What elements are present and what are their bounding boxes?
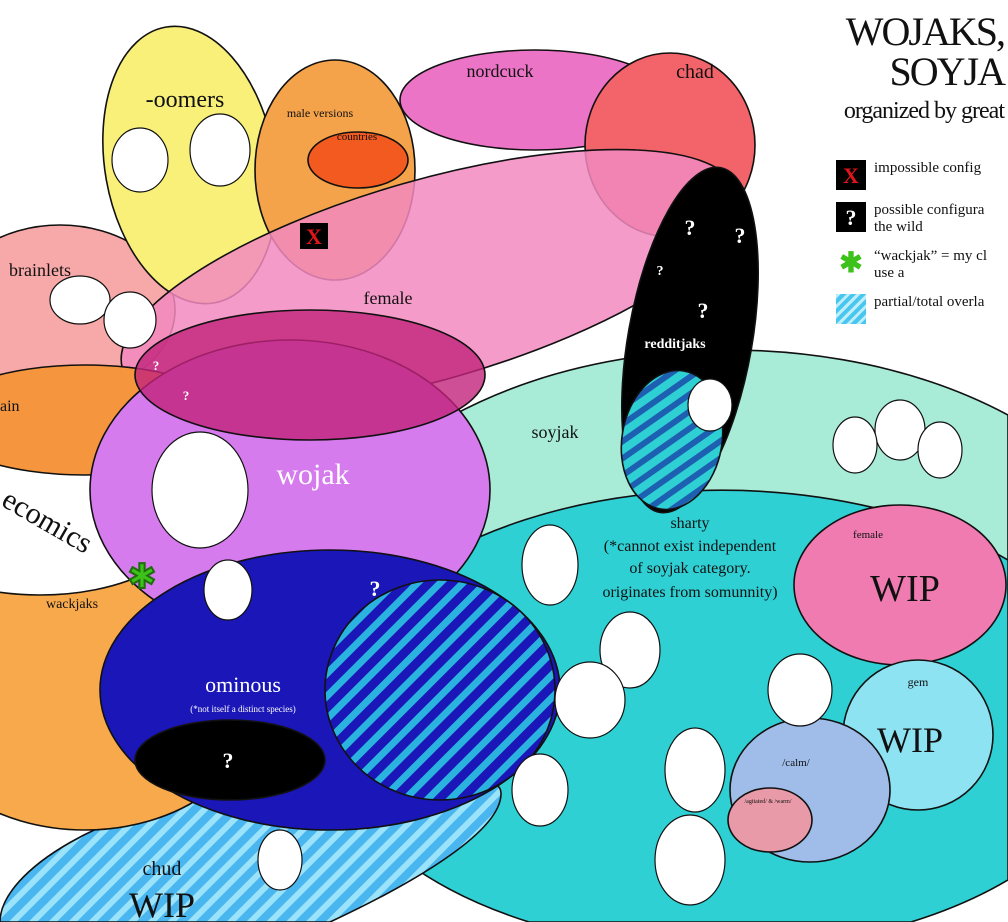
label-female: female	[364, 288, 413, 308]
question-marker: ?	[698, 298, 709, 323]
label-ominous: ominous	[205, 672, 281, 697]
soyjak-face-image	[511, 753, 569, 827]
page-subtitle: organized by great	[843, 98, 1005, 124]
x-box-icon: X	[836, 160, 866, 190]
soyjak-face-image	[664, 727, 726, 813]
label-wackjaks: wackjaks	[46, 597, 98, 612]
female-wojak-overlap	[134, 309, 486, 441]
countries-region	[307, 131, 409, 189]
label-nordcuck: nordcuck	[467, 61, 534, 81]
label-redditjaks: redditjaks	[644, 337, 706, 352]
legend-text: impossible config	[874, 160, 982, 176]
question-marker: ?	[370, 576, 381, 601]
ominous-face-image	[203, 559, 253, 621]
redditjak-face-image	[687, 378, 733, 432]
question-marker: ?	[223, 748, 234, 773]
agitated-region	[727, 787, 813, 853]
label-chud: chud	[143, 858, 182, 880]
boomer-face-image	[189, 113, 251, 187]
question-marker: ?	[735, 223, 746, 248]
legend-item-overlap: partial/total overla	[836, 294, 1004, 324]
brainlet-face-image	[103, 291, 157, 349]
label-gem: gem	[908, 675, 929, 689]
label-sharty-note: (*cannot exist independent	[604, 538, 777, 555]
green-star-icon: ✱	[839, 247, 863, 279]
page-title: WOJAKS, SOYJA	[845, 9, 1006, 94]
impossible-marker: X	[300, 223, 328, 249]
label-sharty-note: of soyjak category.	[629, 560, 750, 577]
soyjak-face-image	[767, 653, 833, 727]
question-marker: ?	[685, 215, 696, 240]
soyjak-face-image	[654, 814, 726, 906]
legend-text: “wackjak” = my cl use a	[874, 248, 987, 281]
legend-text: possible configura the wild	[874, 202, 985, 235]
label-wojak: wojak	[276, 458, 349, 491]
soyjak-face-image	[832, 416, 878, 474]
question-box-icon: ?	[836, 202, 866, 232]
soyjak-face-image	[521, 524, 579, 606]
label-agitated: /agitated/ & /warm/	[745, 799, 792, 805]
legend-text: partial/total overla	[874, 294, 985, 310]
label-sharty: sharty	[670, 515, 709, 532]
label-male-versions: male versions	[287, 106, 354, 120]
label-sharty-note: originates from somunnity)	[602, 584, 777, 601]
label-sharty-female: female	[853, 529, 883, 541]
soyjak-face-image	[917, 421, 963, 479]
label-countries: countries	[337, 131, 377, 143]
legend-item-wackjak: ✱ “wackjak” = my cl use a	[836, 248, 1004, 282]
striped-box-icon	[836, 294, 866, 324]
soyjak-face-image	[257, 829, 303, 891]
oomer-face-image	[111, 127, 169, 193]
brainlet-face-image	[49, 275, 111, 325]
label-brain: ain	[0, 398, 20, 415]
label-brainlets: brainlets	[9, 260, 71, 280]
ominous-sharty-overlap	[324, 579, 556, 801]
wackjak-star-icon: ✱	[128, 559, 157, 596]
label-chad: chad	[676, 61, 714, 83]
label-oomers: -oomers	[146, 87, 225, 113]
label-chud-wip: WIP	[129, 885, 195, 922]
legend-item-possible: ? possible configura the wild	[836, 202, 1004, 236]
label-ominous-note: (*not itself a distinct species)	[190, 704, 295, 714]
soyjak-face-image	[554, 661, 626, 739]
legend-item-impossible: X impossible config	[836, 160, 1004, 190]
svg-text:X: X	[306, 224, 322, 249]
question-marker: ?	[153, 358, 160, 373]
wojak-face-image	[151, 431, 249, 549]
label-sharty-female-wip: WIP	[870, 568, 940, 610]
question-marker: ?	[657, 264, 664, 279]
legend: X impossible config ? possible configura…	[836, 160, 1004, 336]
ominous-dark-overlap	[134, 719, 326, 801]
soyjak-face-image	[599, 611, 661, 689]
question-marker: ?	[183, 388, 190, 403]
label-gem-wip: WIP	[877, 720, 943, 760]
label-soyjak: soyjak	[532, 422, 579, 442]
label-calm: /calm/	[782, 757, 810, 769]
